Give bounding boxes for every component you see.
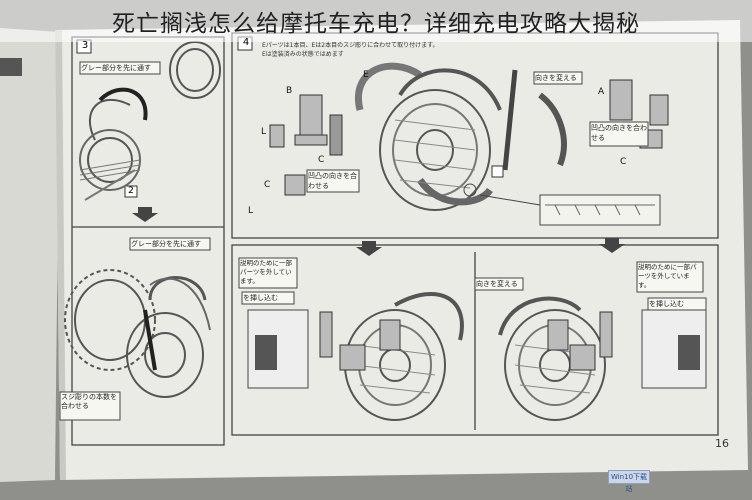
part-label: L xyxy=(261,127,267,137)
part-label: C xyxy=(264,180,271,190)
top-note-2: Eは塗装済みの状態ではめます xyxy=(262,51,344,58)
part-label: A xyxy=(598,87,605,97)
label-gray-first: グレー部分を先に通す xyxy=(81,64,151,72)
label-change-direction-2: 向きを変える xyxy=(476,280,518,288)
label-insert: を挿し込む xyxy=(243,294,278,302)
top-note-1: Eパーツは1本目、Eは2本目のスジ彫りに合わせて取り付けます。 xyxy=(262,42,439,49)
label-bump-b: 凹凸の向きを合わせる xyxy=(591,124,647,142)
label-insert-2: を挿し込む xyxy=(649,300,684,308)
panel-step4-bottom xyxy=(231,244,719,436)
note-b: 説明のために一部パーツを外しています。 xyxy=(638,263,697,289)
caption-banner: 死亡搁浅怎么给摩托车充电？详细充电攻略大揭秘 xyxy=(0,0,752,42)
page-number: 16 xyxy=(715,437,729,450)
label-bump-a: 凹凸の向きを合わせる xyxy=(308,172,357,190)
note-a: 説明のために一部パーツを外しています。 xyxy=(240,259,292,285)
step-3-number: 3 xyxy=(81,40,89,51)
part-label: C xyxy=(318,155,325,165)
label-gray-first-2: グレー部分を先に通す xyxy=(131,240,201,248)
part-label: L xyxy=(248,206,254,216)
label-change-direction: 向きを変える xyxy=(535,74,577,82)
part-label: E xyxy=(363,70,369,80)
watermark-logo: Win10下载站 xyxy=(608,470,650,493)
part-label: C xyxy=(620,157,627,167)
part-label: B xyxy=(286,86,293,96)
step-4-number: 4 xyxy=(242,37,250,48)
step-2-number: 2 xyxy=(128,186,134,196)
label-screw: スジ彫りの本数を合わせる xyxy=(61,393,117,410)
